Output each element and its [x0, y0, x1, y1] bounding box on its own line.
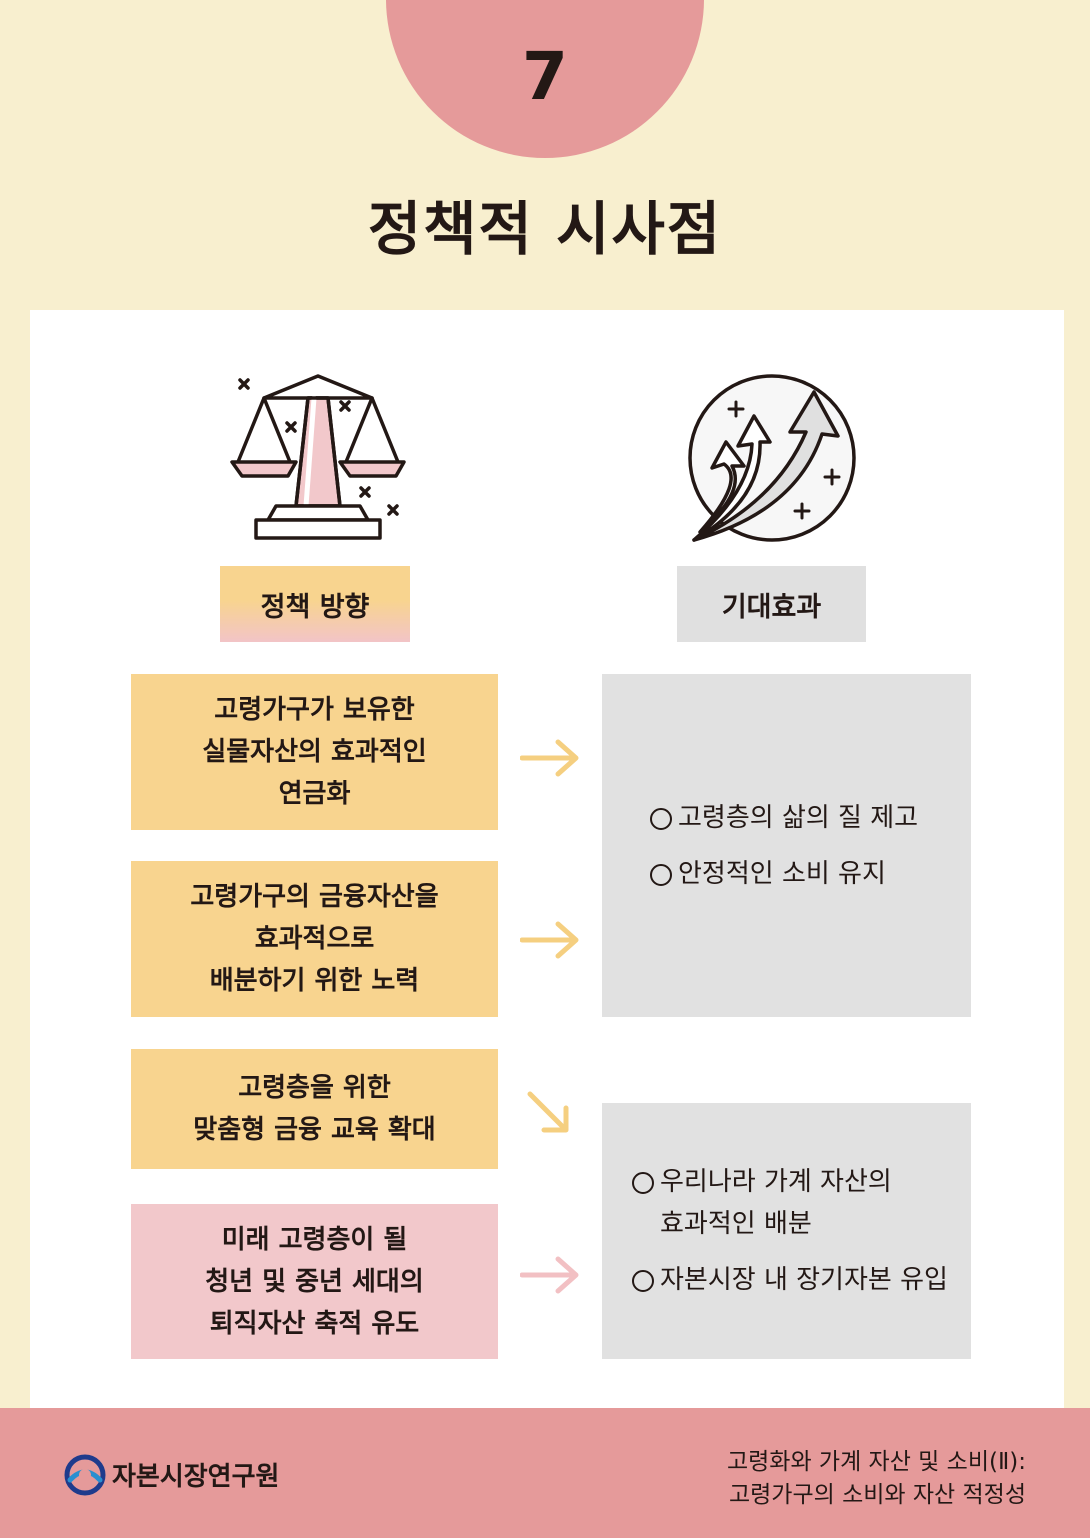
- page-title: 정책적 시사점: [367, 195, 723, 263]
- effect-box-1: 고령층의 삶의 질 제고 안정적인 소비 유지: [602, 674, 971, 1017]
- policy-box-4: 미래 고령층이 될 청년 및 중년 세대의 퇴직자산 축적 유도: [131, 1204, 498, 1359]
- arrow-right-icon: [520, 739, 579, 777]
- expected-effect-header: 기대효과: [677, 566, 866, 642]
- report-title-line: 고령화와 가계 자산 및 소비(Ⅱ):: [726, 1449, 1026, 1475]
- effect-item: 우리나라 가계 자산의 효과적인 배분: [632, 1161, 971, 1245]
- footer: 자본시장연구원 고령화와 가계 자산 및 소비(Ⅱ): 고령가구의 소비와 자산…: [0, 1408, 1090, 1538]
- effect-box-2: 우리나라 가계 자산의 효과적인 배분 자본시장 내 장기자본 유입: [602, 1103, 971, 1359]
- circle-bullet-icon: [632, 1270, 654, 1292]
- growth-arrows-icon: [688, 374, 856, 542]
- policy-box-2: 고령가구의 금융자산을 효과적으로 배분하기 위한 노력: [131, 861, 498, 1017]
- arrow-right-icon: [520, 921, 579, 959]
- effect-item: 자본시장 내 장기자본 유입: [632, 1259, 971, 1301]
- circle-bullet-icon: [650, 807, 672, 830]
- policy-box-3: 고령층을 위한 맞춤형 금융 교육 확대: [131, 1049, 498, 1169]
- effect-item: 안정적인 소비 유지: [650, 853, 971, 895]
- circle-bullet-icon: [650, 863, 672, 886]
- policy-box-1: 고령가구가 보유한 실물자산의 효과적인 연금화: [131, 674, 498, 830]
- scales-icon: [230, 374, 406, 540]
- report-title-line: 고령가구의 소비와 자산 적정성: [728, 1482, 1026, 1508]
- arrow-right-icon: [520, 1256, 579, 1294]
- circle-bullet-icon: [632, 1172, 654, 1194]
- policy-direction-header: 정책 방향: [220, 566, 410, 642]
- kcmi-logo-icon: [64, 1454, 106, 1496]
- arrow-down-right-icon: [527, 1091, 569, 1133]
- section-number: 7: [522, 38, 568, 115]
- report-title: 고령화와 가계 자산 및 소비(Ⅱ): 고령가구의 소비와 자산 적정성: [727, 1446, 1026, 1512]
- effect-item: 고령층의 삶의 질 제고: [650, 797, 971, 839]
- org-name: 자본시장연구원: [112, 1462, 280, 1492]
